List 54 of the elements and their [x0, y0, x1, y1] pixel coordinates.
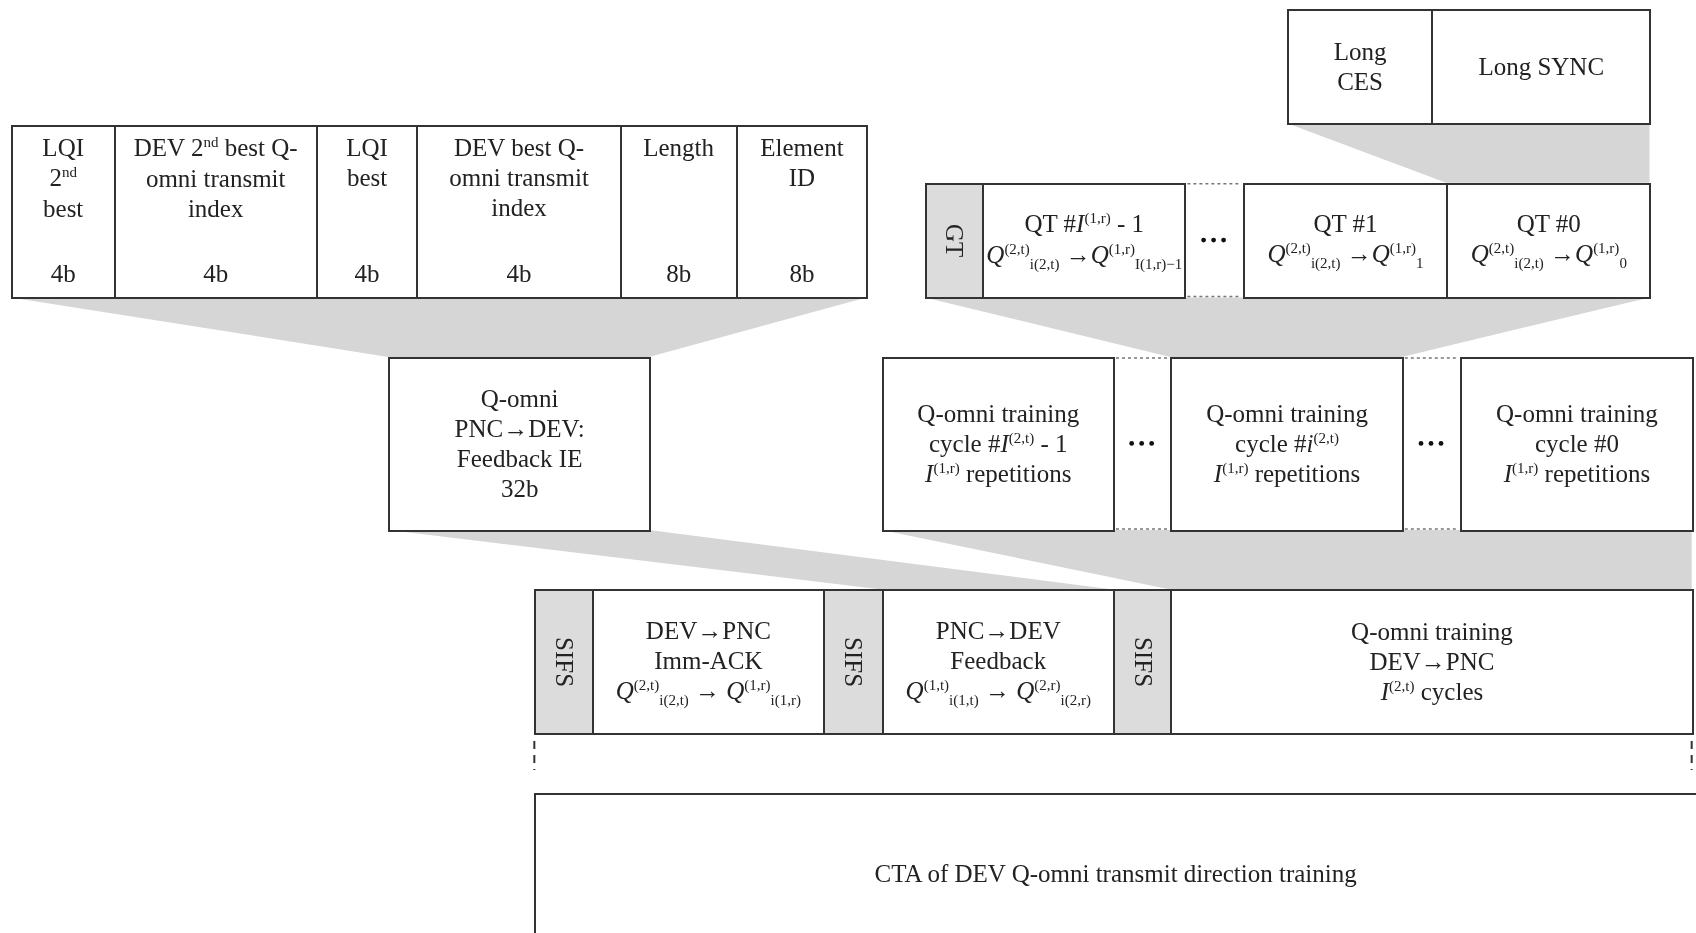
formula-text: I$^{(1,r)}$ repetitions [1503, 459, 1651, 490]
field-cell [735, 125, 869, 300]
time-slot [823, 589, 884, 736]
frame-field [388, 356, 651, 532]
field-label: QT #I$^{(1,r)}$ - 1 [1024, 209, 1144, 240]
field-cell [416, 125, 622, 300]
frame-field [881, 589, 1115, 736]
formula-text: I$^{(1,r)}$ repetitions [925, 459, 1072, 490]
field-cell [619, 125, 738, 300]
field-label: Q-omni PNC→DEV: Feedback IE [453, 384, 586, 475]
time-slot [924, 182, 985, 300]
field-size: 4b [203, 259, 229, 290]
field-label: Long CES [1332, 36, 1388, 97]
field-label: SIFS [1128, 637, 1158, 688]
field-label: DEV→PNC Imm-ACK [644, 615, 772, 676]
field-label: QT #0 [1516, 209, 1581, 240]
field-cell [113, 125, 318, 300]
field-label: DEV 2$^{nd}$ best Q-omni transmit index [132, 133, 299, 224]
frame-field [1460, 356, 1694, 532]
frame-field [1242, 182, 1449, 300]
field-label: LQI best [345, 133, 389, 194]
frame-field [1170, 356, 1404, 532]
field-size: 32b [500, 474, 539, 505]
formula-text: I$^{(2,t)}$ cycles [1380, 677, 1484, 708]
field-size: 4b [50, 259, 76, 290]
frame-field [1170, 589, 1694, 736]
frame-field [982, 182, 1187, 300]
field-label: Long SYNC [1478, 51, 1605, 82]
time-slot [1113, 589, 1173, 736]
period-bracket [534, 792, 1696, 933]
field-label: QT #1 [1313, 209, 1378, 240]
time-slot [534, 589, 594, 736]
frame-field [1446, 182, 1652, 300]
field-size: 4b [506, 259, 532, 290]
field-label: SIFS [549, 637, 579, 688]
field-cell [10, 125, 116, 300]
field-label: PNC→DEV Feedback [934, 615, 1062, 676]
field-label: CTA of DEV Q-omni transmit direction training [874, 859, 1357, 890]
frame-field [881, 356, 1115, 532]
frame-field [1431, 8, 1652, 126]
field-label: DEV best Q-omni transmit index [448, 133, 590, 224]
field-label: Element ID [759, 133, 845, 194]
formula-text: I$^{(1,r)}$ repetitions [1213, 459, 1361, 490]
field-size: 8b [666, 259, 692, 290]
field-cell [315, 125, 419, 300]
field-label: GT [940, 224, 970, 258]
field-label: Length [643, 133, 715, 164]
field-label: SIFS [839, 637, 869, 688]
field-label: LQI 2$^{nd}$ best [41, 133, 85, 224]
frame-field [591, 589, 826, 736]
field-size: 8b [789, 259, 815, 290]
field-label: Q-omni training cycle #i$^{(2,t)}$ [1205, 399, 1369, 460]
field-size: 4b [354, 259, 380, 290]
frame-field [1287, 8, 1433, 126]
